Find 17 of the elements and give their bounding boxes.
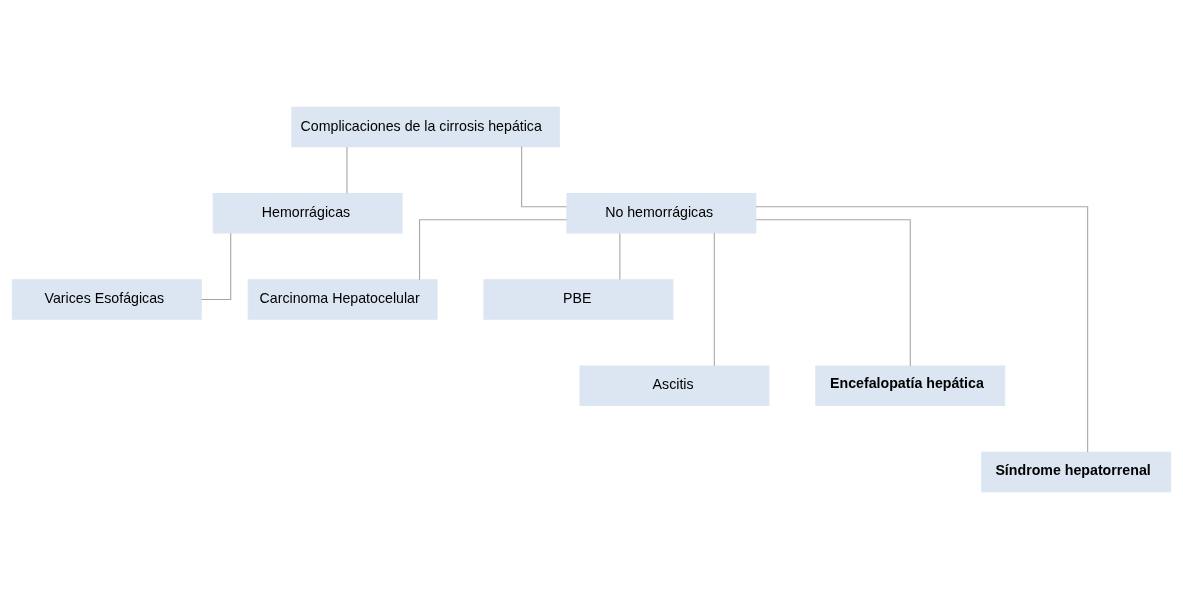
connector	[619, 232, 621, 281]
connector	[755, 219, 911, 367]
node-box: Ascitis	[579, 365, 770, 406]
node-box: No hemorrágicas	[566, 193, 757, 234]
connector	[713, 232, 715, 367]
node-box: Varices Esofágicas	[11, 279, 202, 320]
connector	[521, 146, 568, 208]
connector	[755, 206, 1089, 453]
node-box: Síndrome hepatorrenal	[981, 451, 1172, 493]
connector	[200, 232, 232, 301]
node-box: PBE	[483, 279, 674, 320]
connector	[346, 146, 348, 194]
node-box: Encefalopatía hepática	[815, 365, 1006, 406]
connector	[419, 219, 568, 281]
node-box: Complicaciones de la cirrosis hepática	[291, 106, 560, 148]
node-box: Carcinoma Hepatocelular	[247, 279, 438, 320]
node-box: Hemorrágicas	[212, 193, 403, 234]
